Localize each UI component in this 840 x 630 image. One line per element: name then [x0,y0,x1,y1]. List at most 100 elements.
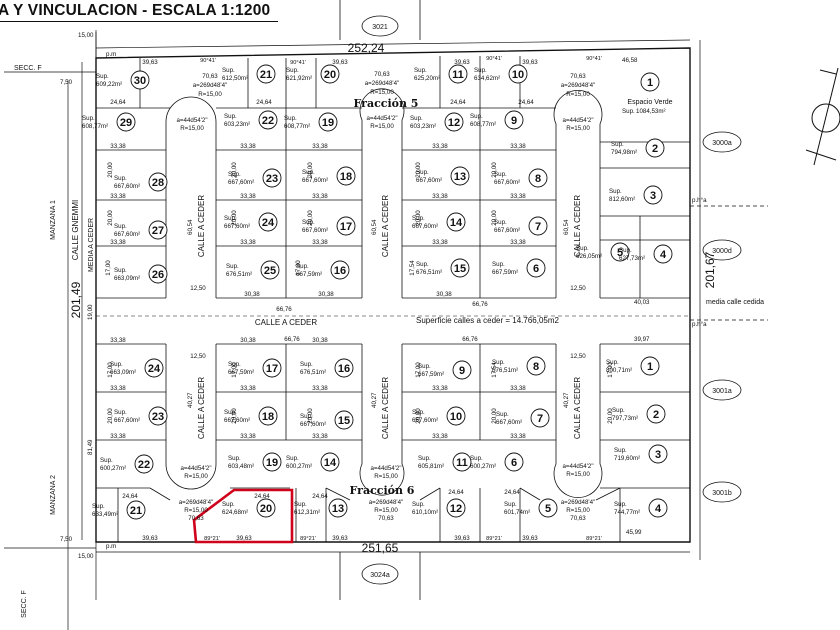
cul-r-4: R=15,00 [184,507,208,514]
cul-r-2: R=15,00 [370,89,394,96]
lot-number-circle [148,264,168,284]
lot-sup-label: Sup. [619,247,632,254]
street-ceder-v2: CALLE A CEDER [381,195,390,257]
cul-r2-6: R=15,00 [566,471,590,478]
dim-4027-a: 40,27 [187,392,194,408]
lot-sup-value: 626,05m² [576,253,602,260]
lot-sup-value: 667,60m² [412,223,438,230]
lot-sup-label: Sup. [228,361,241,368]
dim-4003: 40,03 [634,299,650,306]
lot-sup-value: 608,77m² [284,123,310,130]
lot-number: 22 [138,459,150,471]
cul-a2-3: a=44d54'2" [562,117,593,124]
lot-sup-label: Sup. [286,455,299,462]
street-ceder-v4: CALLE A CEDER [197,377,206,439]
lot-sup-value: 667,60m² [416,177,442,184]
lot-sup-label: Sup. [284,115,297,122]
cul-r-5: R=15,00 [374,507,398,514]
lot-sup-label: Sup. [302,219,315,226]
lot-sup-value: 800,71m² [606,367,632,374]
dim-label: 24,64 [450,99,466,106]
dim-4654: 46,58 [622,57,638,64]
lot-sup-label: Sup. [492,261,505,268]
dim-1250-d: 12,50 [570,353,586,360]
lot-number-circle [648,444,668,464]
dim-label: 39,63 [454,535,470,542]
fraction-5-label: Fracción 5 [354,97,419,110]
lot-sup-value: 610,10m² [412,509,438,516]
dim-label: 33,38 [432,433,448,440]
lot-number-circle [643,185,663,205]
lot-sup-label: Sup. [606,359,619,366]
lot-sup-value: 667,60m² [224,417,250,424]
lot-sup-value: 603,48m² [228,463,254,470]
lot-number-circle [526,258,546,278]
lot-sup-value: 667,59m² [228,369,254,376]
parcel-r4: 3001b [712,490,732,497]
dim-8149: 81,49 [87,439,94,455]
lot-number-circle [320,64,340,84]
lot-sup-value: 612,50m² [222,75,248,82]
lot-sup-value: 667,59m² [418,371,444,378]
lot-sup-label: Sup. [412,409,425,416]
lot-sup-value: 676,51m² [492,367,518,374]
cul-r2-5: R=15,00 [374,473,398,480]
ang-7: 89°21' [486,536,502,542]
lot-number: 7 [537,413,543,425]
